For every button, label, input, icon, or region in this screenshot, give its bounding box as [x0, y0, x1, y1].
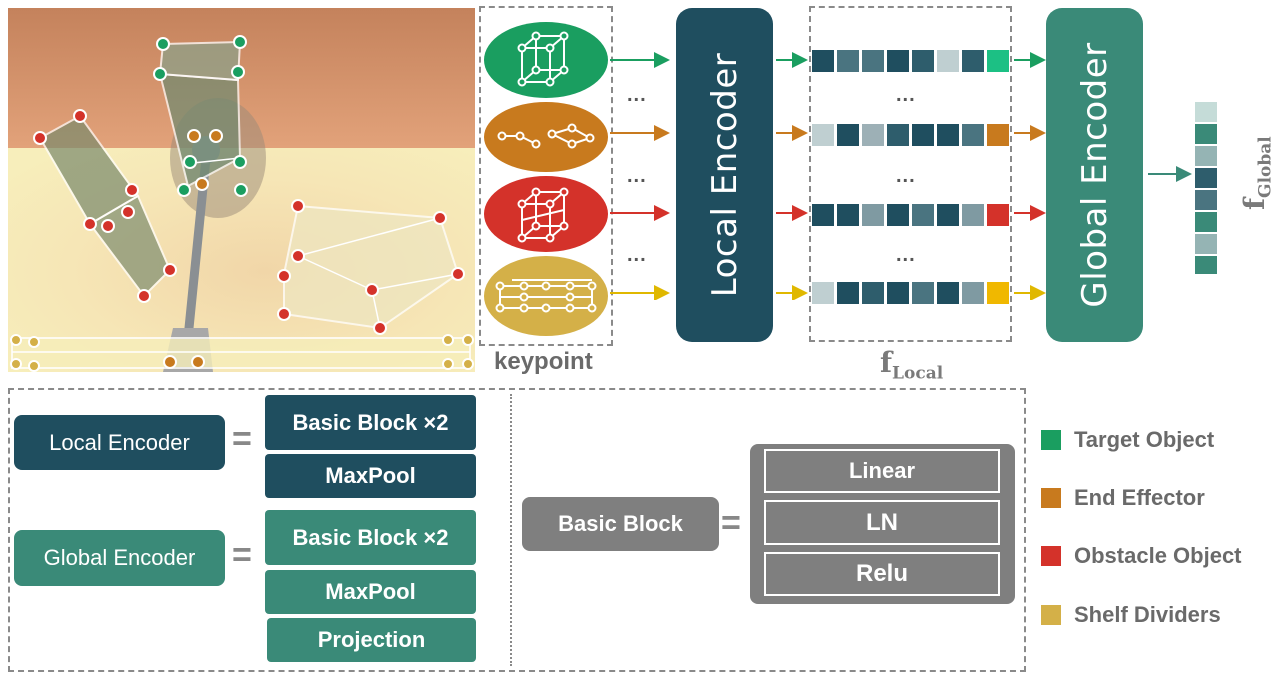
keypoint-group-box [479, 6, 613, 346]
f-local-symbol: f [880, 346, 893, 379]
target-object-box [153, 35, 248, 197]
feature-rows [812, 50, 1009, 304]
legend-swatch-obstacle [1041, 546, 1061, 566]
global-projection-box: Projection [267, 618, 476, 662]
f-global-vector [1195, 102, 1217, 274]
global-maxpool-box: MaxPool [265, 570, 476, 614]
keypoint-label: keypoint [494, 348, 593, 375]
feature-row-end-effector [812, 124, 1009, 146]
feature-row-target [812, 50, 1009, 72]
f-global-label: fGlobal [1238, 136, 1276, 210]
ellipsis: ... [896, 84, 916, 106]
keypoint-ellipse-target [484, 22, 608, 98]
legend-label-end-effector: End Effector [1074, 485, 1205, 510]
obstacle-object-right [277, 199, 465, 335]
cube-keypoints-icon [517, 31, 569, 87]
local-encoder-block: Local Encoder [676, 8, 773, 342]
detail-group-box [8, 388, 1026, 672]
local-encoder-label: Local Encoder [704, 52, 745, 298]
global-encoder-block: Global Encoder [1046, 8, 1143, 342]
shelf-divider-box [10, 334, 474, 372]
global-basic-block-box: Basic Block ×2 [265, 510, 476, 565]
global-encoder-label: Global Encoder [1074, 42, 1115, 308]
ellipsis: ... [627, 165, 647, 187]
equals-sign: = [232, 536, 252, 574]
legend-swatch-target [1041, 430, 1061, 450]
relu-layer-box: Relu [764, 552, 1000, 596]
local-basic-block-box: Basic Block ×2 [265, 395, 476, 450]
local-encoder-pill: Local Encoder [14, 415, 225, 470]
ellipsis: ... [627, 244, 647, 266]
ln-layer-box: LN [764, 500, 1000, 545]
legend-label-shelf: Shelf Dividers [1074, 602, 1221, 627]
scene-image [8, 8, 475, 372]
local-maxpool-box: MaxPool [265, 454, 476, 498]
linear-layer-box: Linear [764, 449, 1000, 493]
legend-label-target: Target Object [1074, 427, 1215, 452]
f-local-group-box [809, 6, 1012, 342]
f-local-sub: Local [892, 363, 944, 384]
detail-divider [510, 394, 512, 666]
feature-row-shelf [812, 282, 1009, 304]
legend-swatch-shelf [1041, 605, 1061, 625]
ellipsis: ... [627, 84, 647, 106]
global-encoder-pill: Global Encoder [14, 530, 225, 586]
ellipsis: ... [896, 244, 916, 266]
shelf-keypoints-icon [495, 279, 597, 313]
legend-label-obstacle: Obstacle Object [1074, 543, 1242, 568]
f-global-symbol: f [1238, 197, 1271, 210]
arrows-layer [610, 52, 1046, 300]
global-output-arrow [1148, 166, 1192, 182]
chain-keypoints-icon [497, 123, 595, 149]
legend-swatch-end-effector [1041, 488, 1061, 508]
cube-keypoints-icon [517, 187, 569, 243]
basic-block-pill: Basic Block [522, 497, 719, 551]
feature-row-obstacle [812, 204, 1009, 226]
ellipsis: ... [896, 165, 916, 187]
equals-sign: = [721, 504, 741, 542]
equals-sign: = [232, 420, 252, 458]
f-local-label: fLocal [880, 346, 943, 384]
f-global-sub: Global [1255, 136, 1276, 198]
obstacle-object-left [33, 109, 177, 303]
basic-block-layers-box: Linear LN Relu [750, 444, 1015, 604]
